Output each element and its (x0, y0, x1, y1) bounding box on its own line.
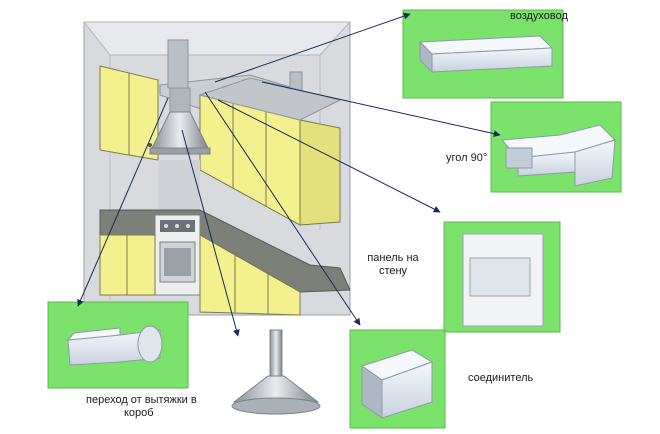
arrow-hood (181, 129, 240, 337)
arrow-angle (261, 81, 501, 138)
label-transition-line1: переход от вытяжки в (86, 394, 197, 406)
arrow-wall-panel (217, 99, 441, 213)
range-hood-illustration (231, 329, 321, 415)
label-transition-line2: короб (124, 407, 154, 419)
label-angle: угол 90° (446, 152, 488, 164)
arrow-connector (204, 91, 361, 326)
panel-transition (47, 301, 189, 389)
label-connector: соединитель (468, 372, 534, 384)
panel-duct (402, 9, 564, 99)
panel-wall-plate (443, 221, 561, 333)
label-duct: воздуховод (510, 10, 568, 22)
arrow-transition (77, 97, 169, 307)
duct-riser (167, 39, 189, 89)
lower-cabinet-right (199, 234, 301, 316)
panel-angle (490, 101, 622, 193)
label-wall-panel-line2: стену (378, 265, 408, 277)
ceiling (82, 21, 352, 56)
label-transition: переход от вытяжки в короб (86, 394, 236, 420)
panel-connector (349, 329, 446, 429)
arrows (77, 12, 501, 337)
label-wall-panel-line1: панель на (367, 252, 419, 264)
label-wall-panel: панель на стену (354, 252, 432, 278)
kitchen-illustration (82, 21, 352, 316)
arrow-duct (214, 12, 411, 83)
